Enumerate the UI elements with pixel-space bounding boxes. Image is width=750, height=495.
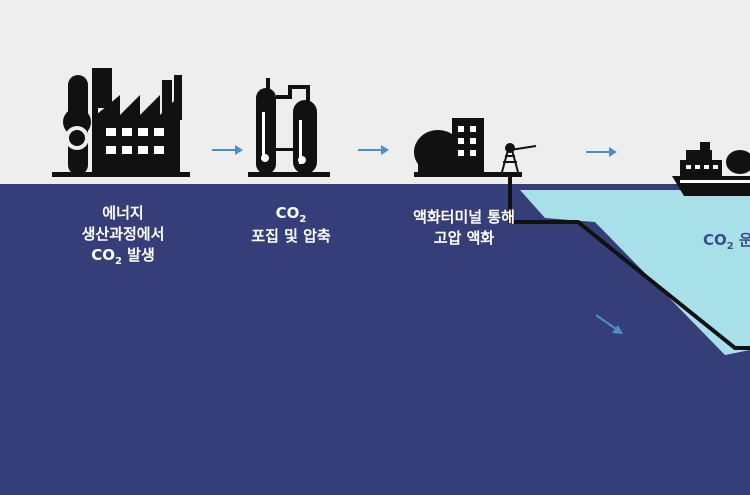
factory-icon bbox=[52, 68, 190, 177]
sea-transport-text: 운 bbox=[738, 231, 750, 249]
step1-co: CO bbox=[91, 246, 115, 264]
step-label-capture: CO2 포집 및 압축 bbox=[232, 203, 350, 247]
sea-co: CO bbox=[703, 231, 727, 249]
step2-subscript: 2 bbox=[299, 214, 307, 225]
step3-line1: 액화터미널 통해 bbox=[413, 208, 515, 226]
flow-arrow-1 bbox=[212, 145, 243, 155]
ship-icon bbox=[672, 142, 750, 196]
step1-line2: 생산과정에서 bbox=[81, 225, 165, 243]
step1-subscript: 2 bbox=[114, 256, 122, 267]
step2-line2: 포집 및 압축 bbox=[251, 227, 331, 245]
flow-arrow-2 bbox=[358, 145, 389, 155]
sea-subscript: 2 bbox=[726, 241, 734, 252]
lng-terminal-icon bbox=[414, 118, 537, 177]
step-label-emission: 에너지 생산과정에서 CO2 발생 bbox=[58, 203, 188, 268]
flow-arrow-3 bbox=[586, 147, 617, 157]
flow-arrow-4 bbox=[595, 314, 623, 334]
step1-emission-text: 발생 bbox=[121, 246, 155, 264]
sea-transport-label: CO2 운 bbox=[703, 229, 750, 252]
step-label-liquefaction: 액화터미널 통해 고압 액화 bbox=[390, 207, 538, 249]
step3-line2: 고압 액화 bbox=[433, 229, 495, 247]
pipeline bbox=[508, 172, 750, 350]
step2-co: CO bbox=[275, 204, 300, 222]
capture-tower-icon bbox=[248, 78, 330, 177]
step1-line3: CO2 발생 bbox=[58, 245, 188, 268]
step1-line1: 에너지 bbox=[102, 204, 144, 222]
step2-line1: CO2 bbox=[232, 203, 350, 226]
